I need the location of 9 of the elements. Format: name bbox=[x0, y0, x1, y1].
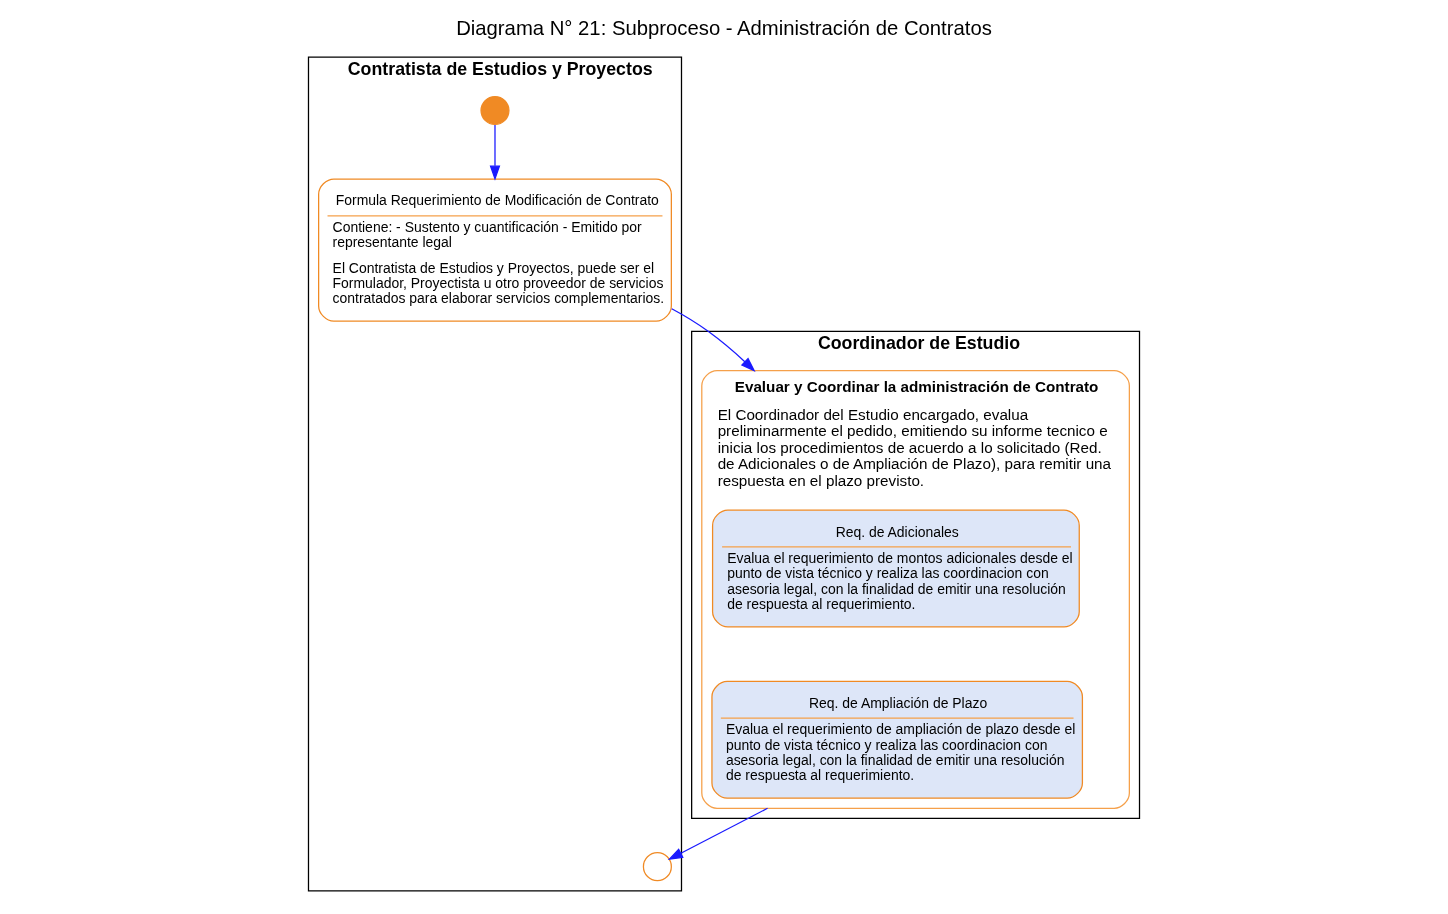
node-box: Req. de Ampliación de Plazo Evalua el requerimiento de ampliación de plazo desde el punto de vista técnico y realiza las coordinacion con asesoria legal, con la finalidad de emitir una resolución de respuesta al requerimiento. bbox=[711, 680, 1084, 799]
node-circle bbox=[642, 851, 672, 881]
node-box: Req. de Adicionales Evalua el requerimiento de montos adicionales desde el punto de vista técnico y realiza las coordinacion con asesoria legal, con la finalidad de emitir una resolución de respuesta al requerimiento. bbox=[711, 509, 1080, 627]
arrow bbox=[667, 807, 769, 860]
arrow bbox=[489, 123, 501, 181]
node-box: Formula Requerimiento de Modificación de Contrato Contiene: - Sustento y cuantificación - Emitido por representante legal El Contratista de Estudios y Proyectos, puede ser el Formulador, Proyectista u otro proveedor de servicios contratados para elaborar servicios complementarios. bbox=[318, 177, 672, 322]
arrow bbox=[671, 307, 756, 372]
diagram-title: Diagrama N° 21: Subproceso - Administración de Contratos bbox=[456, 16, 992, 39]
node-circle bbox=[480, 95, 510, 125]
